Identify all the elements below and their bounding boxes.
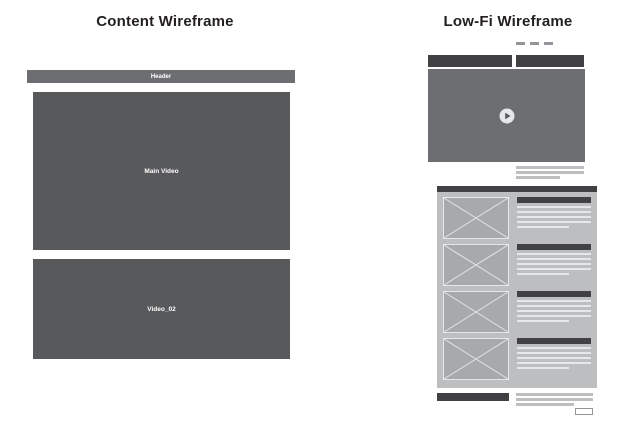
text-line — [517, 273, 569, 275]
text-line — [517, 211, 591, 213]
text-line — [517, 367, 569, 369]
item-title-bar — [517, 338, 591, 344]
text-line — [517, 310, 591, 312]
footer-bar-placeholder — [437, 393, 509, 401]
text-line — [516, 398, 593, 401]
related-list-panel — [437, 192, 597, 388]
text-line — [517, 216, 591, 218]
text-line — [517, 320, 569, 322]
image-placeholder-icon — [443, 291, 509, 333]
text-line — [517, 206, 591, 208]
play-icon — [499, 108, 514, 123]
small-button-placeholder — [575, 408, 593, 415]
text-line — [516, 166, 584, 169]
list-item — [443, 291, 591, 333]
text-line — [517, 221, 591, 223]
image-placeholder-icon — [443, 338, 509, 380]
text-block-placeholder — [517, 244, 591, 286]
text-line — [517, 347, 591, 349]
lowfi-wireframe-title: Low-Fi Wireframe — [443, 13, 573, 30]
text-line — [517, 263, 591, 265]
text-block-placeholder — [517, 338, 591, 380]
item-title-bar — [517, 197, 591, 203]
nav-dash — [516, 42, 525, 45]
section-header-bar — [437, 186, 597, 192]
text-line — [516, 393, 593, 396]
text-line — [516, 403, 574, 406]
logo-bar-placeholder — [428, 55, 512, 67]
content-wireframe-title: Content Wireframe — [96, 13, 234, 30]
text-line — [517, 268, 591, 270]
footer-text-placeholder — [516, 393, 593, 406]
text-line — [516, 176, 560, 179]
header-label: Header — [150, 73, 172, 80]
list-item — [443, 197, 591, 239]
main-video-label: Main Video — [144, 167, 179, 175]
header-block: Header — [27, 70, 295, 83]
nav-dash — [544, 42, 553, 45]
image-placeholder-icon — [443, 244, 509, 286]
text-line — [516, 171, 584, 174]
text-line — [517, 357, 591, 359]
text-line — [517, 253, 591, 255]
list-item — [443, 338, 591, 380]
nav-links-placeholder — [516, 42, 553, 45]
text-line — [517, 362, 591, 364]
video-02-block: Video_02 — [33, 259, 290, 359]
item-title-bar — [517, 244, 591, 250]
text-block-placeholder — [517, 197, 591, 239]
text-line — [517, 258, 591, 260]
video-player-block — [428, 69, 585, 162]
item-title-bar — [517, 291, 591, 297]
title-bar-placeholder — [516, 55, 584, 67]
text-line — [517, 352, 591, 354]
main-video-block: Main Video — [33, 92, 290, 250]
text-line — [517, 226, 569, 228]
video-02-label: Video_02 — [147, 305, 176, 313]
text-line — [517, 305, 591, 307]
caption-text-placeholder — [516, 166, 584, 179]
text-line — [517, 300, 591, 302]
list-item — [443, 244, 591, 286]
text-block-placeholder — [517, 291, 591, 333]
image-placeholder-icon — [443, 197, 509, 239]
text-line — [517, 315, 591, 317]
nav-dash — [530, 42, 539, 45]
